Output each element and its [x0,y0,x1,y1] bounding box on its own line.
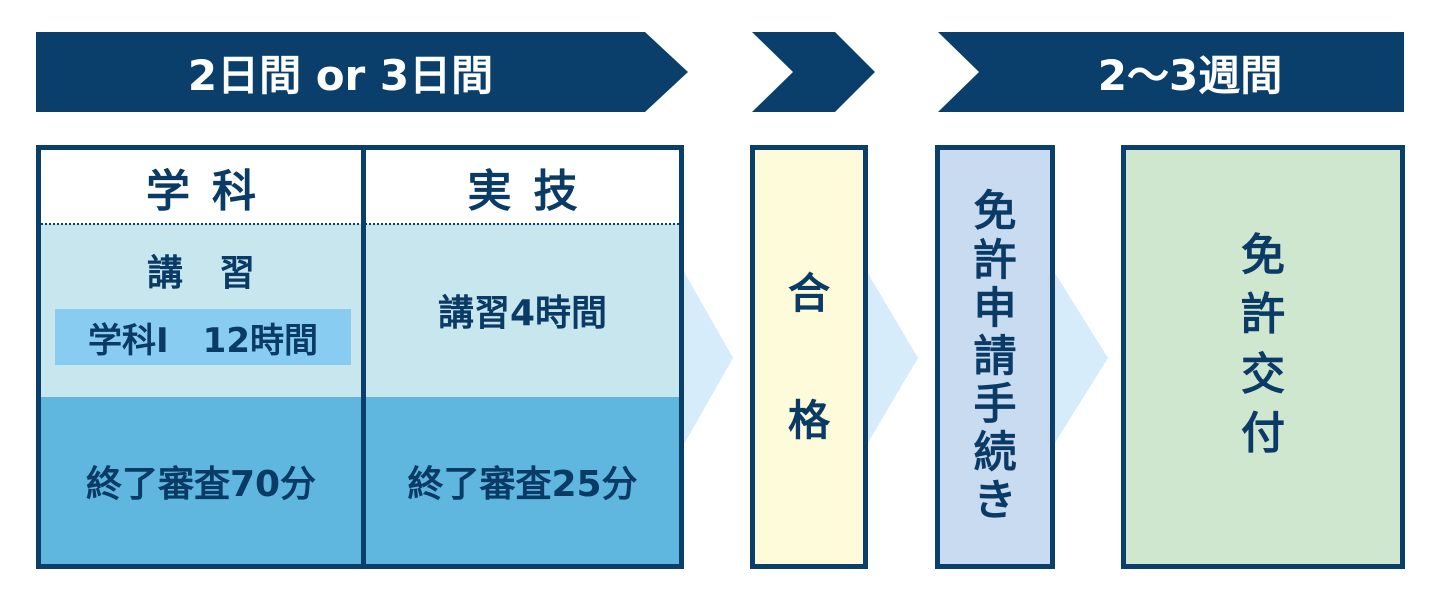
gakka-lecture-detail: 学科Ⅰ 12時間 [55,309,351,365]
column-divider [361,150,366,564]
banner-right-text: 2～3週間 [1097,50,1283,100]
application-char-5: 手 [973,380,1017,431]
issue-char-4: 付 [1241,408,1285,460]
flow-arrow-2 [866,270,918,446]
pass-char-2: 格 [787,395,830,445]
gakka-header: 学科 [41,150,361,224]
banner-middle-chevron [752,32,875,112]
banner-left-shape [36,32,688,112]
issue-char-1: 免 [1241,230,1285,281]
application-char-4: 請 [973,331,1017,382]
jitsugi-header: 実技 [366,150,679,224]
gakka-exam: 終了審査70分 [85,463,317,505]
jitsugi-header-text: 実技 [467,166,600,217]
application-char-3: 申 [973,283,1017,334]
pass-panel: 合 格 [750,145,868,569]
application-char-7: き [973,476,1017,527]
pass-char-1: 合 [787,268,830,318]
flow-arrow-3 [1053,270,1108,446]
jitsugi-lecture: 講習4時間 [437,293,608,334]
banner-left-text: 2日間 or 3日間 [187,50,494,100]
issue-char-2: 許 [1241,289,1285,341]
application-char-1: 免 [973,187,1017,238]
gakka-lecture-label: 講 習 [146,253,255,294]
application-char-6: 続 [973,428,1017,479]
course-panel: 学科 実技 講 習 学科Ⅰ 12時間 講習4時間 終了審査70分 終了審査25分 [36,145,684,569]
header-divider [41,223,679,225]
issue-panel: 免 許 交 付 [1121,145,1405,569]
flow-arrow-1 [683,270,733,446]
application-char-2: 許 [973,235,1017,286]
application-panel: 免 許 申 請 手 続 き [935,145,1055,569]
exam-row [41,397,679,564]
gakka-header-text: 学科 [146,166,278,217]
issue-char-3: 交 [1241,348,1285,400]
jitsugi-exam: 終了審査25分 [407,463,638,505]
banner-right-shape [938,32,1404,112]
